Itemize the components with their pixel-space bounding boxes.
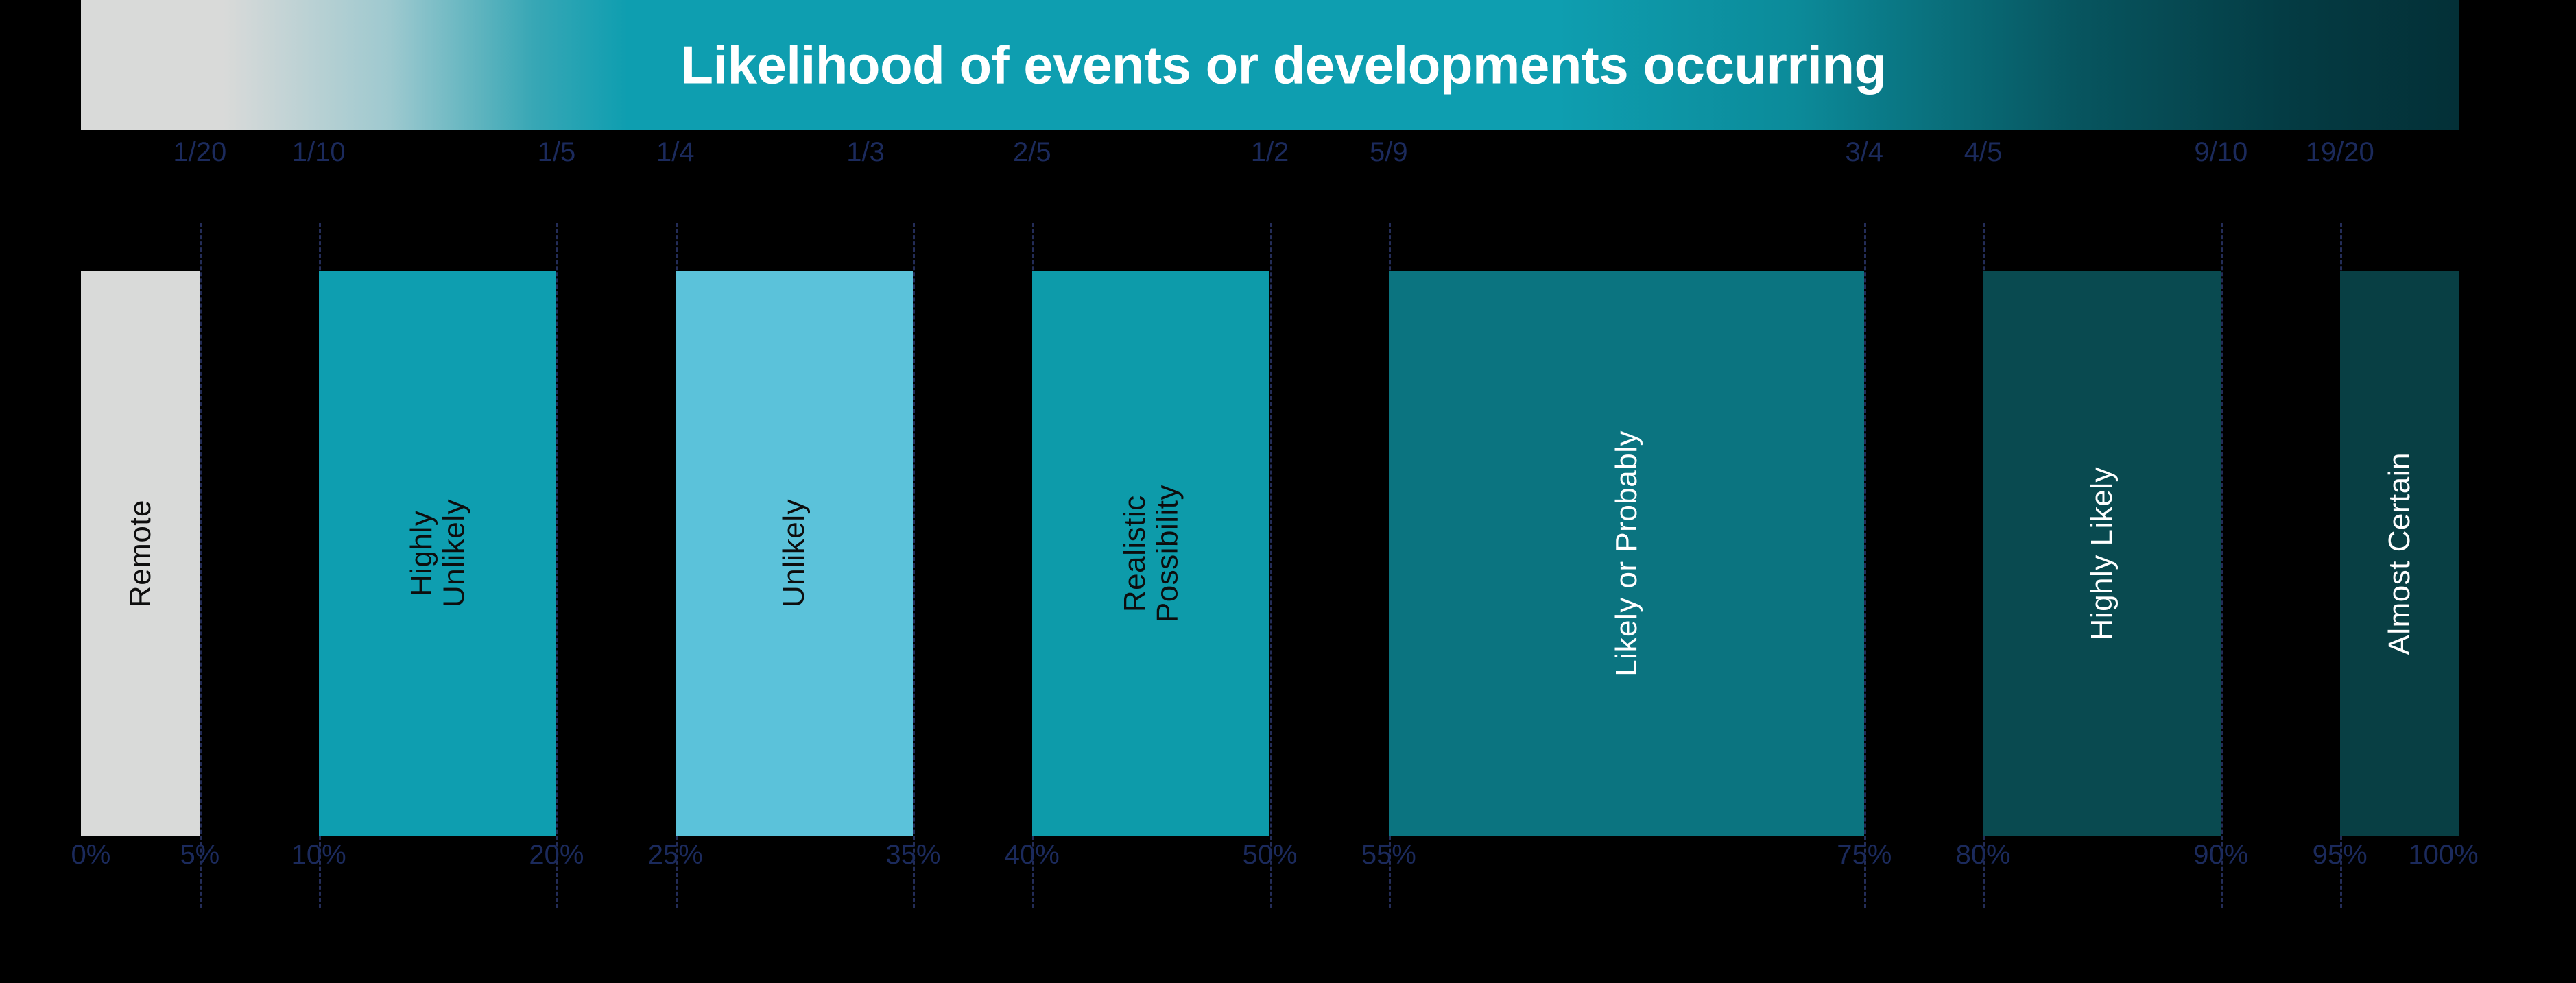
fraction-tick-label: 1/10 <box>291 137 346 167</box>
likelihood-bar-label: Almost Certain <box>2382 452 2416 655</box>
percent-tick-label: 0% <box>71 840 111 870</box>
percent-tick-label: 25% <box>647 840 703 870</box>
likelihood-bar-label: Realistic Possibility <box>1117 484 1184 623</box>
likelihood-scale-chart: 1/20 1/10 1/5 1/4 1/3 2/5 1/2 5/9 3/4 4/5 9/10 19/2… <box>0 130 2576 925</box>
likelihood-bar-label: Highly Unlikely <box>404 499 471 608</box>
likelihood-bar[interactable]: Unlikely <box>675 271 914 836</box>
percent-tick-label: 40% <box>1004 840 1060 870</box>
fraction-tick-label: 1/5 <box>537 137 576 167</box>
fraction-tick-label: 3/4 <box>1845 137 1884 167</box>
gridline-35 <box>913 223 916 908</box>
fraction-tick-label: 9/10 <box>2194 137 2248 167</box>
fraction-tick-label: 1/4 <box>656 137 695 167</box>
likelihood-bar-label: Remote <box>123 499 157 608</box>
percent-tick-label: 95% <box>2312 840 2368 870</box>
gridline-50 <box>1269 223 1272 908</box>
likelihood-bar[interactable]: Highly Unlikely <box>318 271 557 836</box>
likelihood-bar[interactable]: Likely or Probably <box>1388 271 1865 836</box>
percent-tick-label: 55% <box>1361 840 1416 870</box>
percent-tick-label: 80% <box>1955 840 2011 870</box>
likelihood-bar[interactable]: Realistic Possibility <box>1031 271 1270 836</box>
likelihood-bar[interactable]: Remote <box>81 271 200 836</box>
page-title: Likelihood of events or developments occ… <box>680 34 1887 95</box>
fraction-tick-label: 1/3 <box>846 137 885 167</box>
gridline-20 <box>556 223 559 908</box>
percent-tick-label: 50% <box>1242 840 1298 870</box>
percent-tick-label: 20% <box>529 840 584 870</box>
gridline-90 <box>2221 223 2223 908</box>
likelihood-bar-label: Likely or Probably <box>1609 430 1643 677</box>
likelihood-bar-label: Highly Likely <box>2085 466 2119 641</box>
percent-tick-label: 90% <box>2193 840 2249 870</box>
fraction-tick-label: 5/9 <box>1370 137 1408 167</box>
percent-tick-label: 35% <box>885 840 941 870</box>
likelihood-bar[interactable]: Highly Likely <box>1983 271 2221 836</box>
fraction-tick-label: 1/20 <box>173 137 227 167</box>
likelihood-bar[interactable]: Almost Certain <box>2339 271 2459 836</box>
header-banner: Likelihood of events or developments occ… <box>81 0 2459 130</box>
gridline-75 <box>1864 223 1867 908</box>
percent-tick-label: 5% <box>180 840 220 870</box>
fraction-tick-label: 19/20 <box>2305 137 2374 167</box>
percent-tick-label: 100% <box>2408 840 2479 870</box>
likelihood-bar-label: Unlikely <box>777 499 811 608</box>
fraction-tick-label: 4/5 <box>1964 137 2003 167</box>
fraction-tick-label: 1/2 <box>1250 137 1289 167</box>
gridline-5 <box>200 223 202 908</box>
percent-tick-label: 75% <box>1837 840 1892 870</box>
fraction-tick-label: 2/5 <box>1012 137 1051 167</box>
percent-tick-label: 10% <box>291 840 346 870</box>
